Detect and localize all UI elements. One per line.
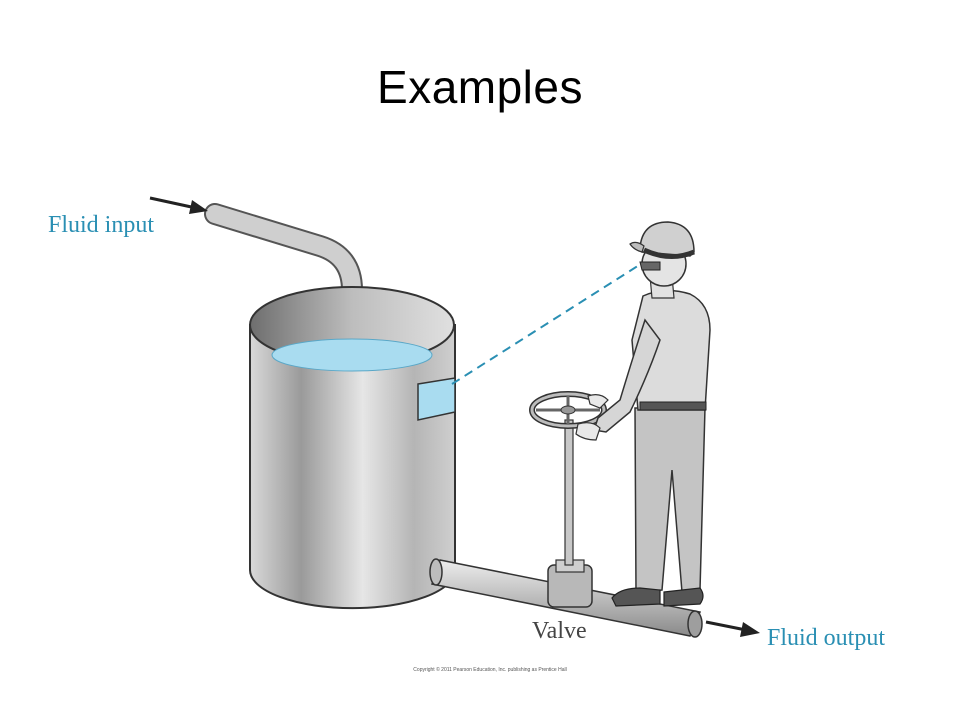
output-arrow [705, 620, 760, 637]
slide-title: Examples [377, 61, 583, 113]
water-surface [271, 338, 433, 372]
fluid-output-label: Fluid output [767, 625, 886, 651]
fluid-input-label: Fluid input [48, 212, 155, 238]
tank [249, 286, 456, 610]
sight-line [451, 261, 645, 385]
worker-figure [575, 221, 711, 607]
valve-label: Valve [532, 618, 587, 644]
input-arrow [149, 196, 208, 214]
copyright-notice: Copyright © 2011 Pearson Education, Inc.… [413, 667, 567, 673]
sight-glass [417, 377, 456, 421]
valve [529, 391, 607, 608]
